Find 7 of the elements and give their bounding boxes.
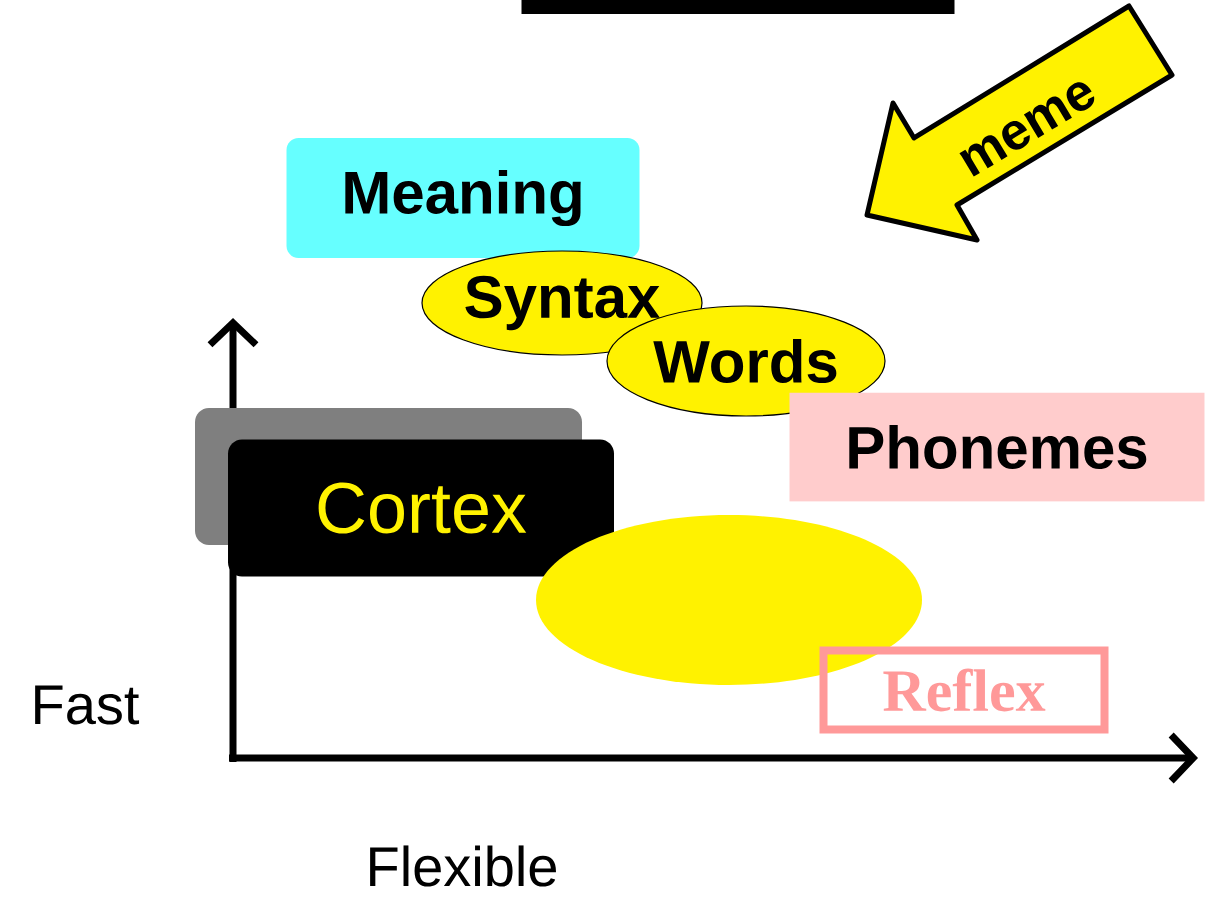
axis-label: Flexible [370,845,556,887]
label-box: Cortex [195,408,614,577]
label-box: Reflex [819,646,1109,734]
bar-shape [521,0,955,14]
label-box: Phonemes [789,392,1205,502]
label-box: Meaning [286,138,640,258]
axis-label: Fast [35,685,140,725]
